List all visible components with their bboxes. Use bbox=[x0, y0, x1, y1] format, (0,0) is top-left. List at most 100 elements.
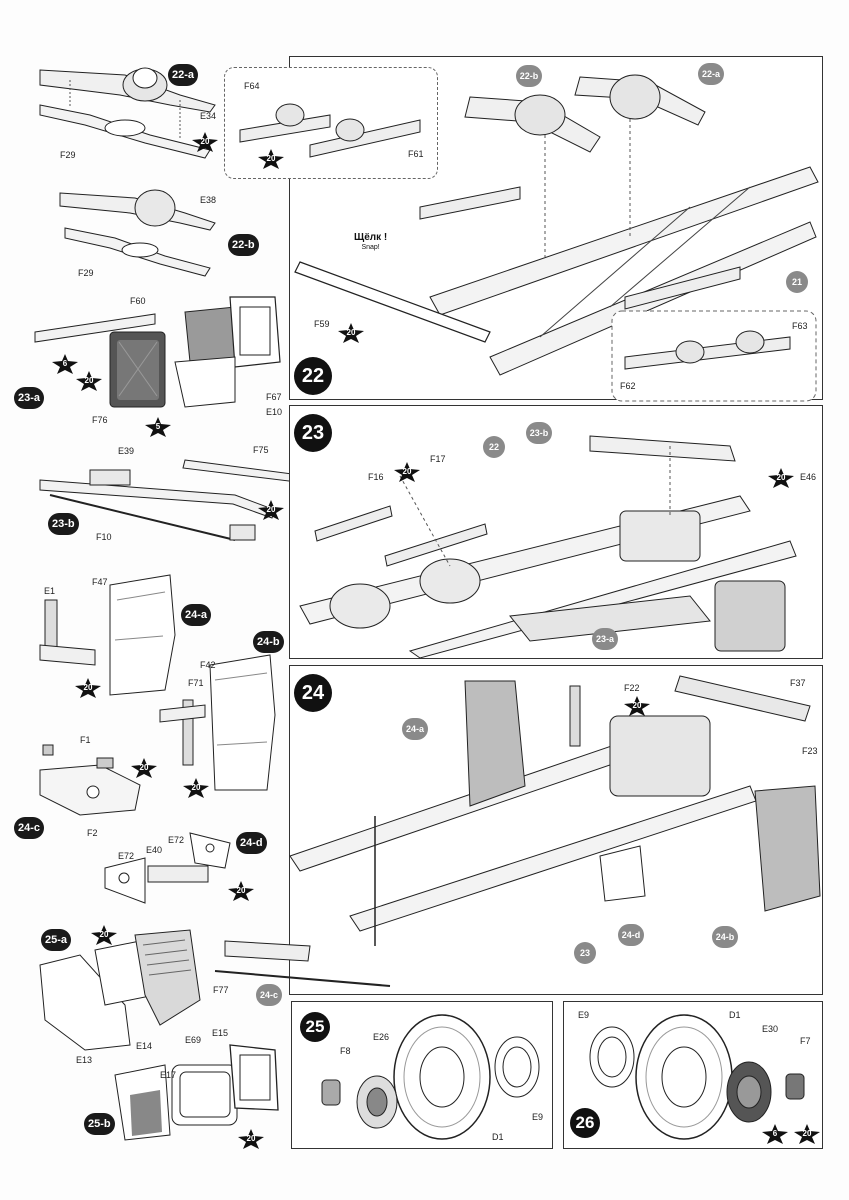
glue-mark-20-step26: 20 bbox=[794, 1124, 820, 1144]
part-label-e14: E14 bbox=[136, 1041, 153, 1051]
battery-box-25b-drawing bbox=[114, 1044, 279, 1141]
glue-mark-6: 6 bbox=[52, 354, 78, 374]
part-label-e38: E38 bbox=[200, 195, 217, 205]
step-25-panel: 25 F8 E26 E9 D1 bbox=[291, 1001, 553, 1149]
mudflap-24b-drawing bbox=[159, 654, 276, 791]
axle-assembly-22a-drawing bbox=[39, 67, 216, 159]
part-label-e26: E26 bbox=[373, 1032, 390, 1042]
spring-detail-drawing-top bbox=[239, 103, 421, 158]
part-label-d1-step26: D1 bbox=[729, 1010, 741, 1020]
glue-mark-20-24c: 20 bbox=[131, 758, 157, 778]
glue-mark-20-step24: 20 bbox=[624, 696, 650, 716]
part-label-f47: F47 bbox=[92, 577, 108, 587]
part-label-f16: F16 bbox=[368, 472, 384, 482]
step-22-number: 22 bbox=[294, 357, 332, 395]
part-label-f37: F37 bbox=[790, 678, 806, 688]
ref-23b-marker: 23-b bbox=[526, 422, 552, 444]
step-24-number: 24 bbox=[294, 674, 332, 712]
axle-assembly-22b-drawing bbox=[59, 189, 216, 277]
part-label-f2: F2 bbox=[87, 828, 98, 838]
ref-21-marker: 21 bbox=[786, 271, 808, 293]
part-label-f77: F77 bbox=[213, 985, 229, 995]
part-label-e34: E34 bbox=[200, 111, 217, 121]
part-label-e9-step26: E9 bbox=[578, 1010, 590, 1020]
ref-22b-marker: 22-b bbox=[516, 65, 542, 87]
jerrycan-bracket-23a-drawing bbox=[34, 296, 281, 408]
glue-mark-20: 20 bbox=[192, 132, 218, 152]
part-label-f64: F64 bbox=[244, 81, 260, 91]
part-label-e72-lower: E72 bbox=[118, 851, 135, 861]
toolbox-25a-drawing bbox=[39, 929, 201, 1051]
mudflap-24a-drawing bbox=[39, 574, 176, 696]
part-label-f62: F62 bbox=[620, 381, 636, 391]
subassembly-24a-badge: 24-a bbox=[181, 604, 212, 626]
part-label-f67: F67 bbox=[266, 392, 282, 402]
glue-mark-20-23b: 20 bbox=[258, 500, 284, 520]
part-label-f8: F8 bbox=[340, 1046, 351, 1056]
part-label-e1: E1 bbox=[44, 586, 56, 596]
ref-23a-marker: 23-a bbox=[592, 628, 618, 650]
step-26-wheel-drawing bbox=[589, 1014, 805, 1140]
subassembly-22a-badge: 22-a bbox=[168, 64, 199, 86]
step-24-panel: 24 24-a 23 24-d 24-b 24-c F22 F37 F23 20 bbox=[214, 665, 823, 1006]
part-label-f61: F61 bbox=[408, 149, 424, 159]
glue-mark-20-step22-inset: 20 bbox=[258, 149, 284, 169]
part-label-f22: F22 bbox=[624, 683, 640, 693]
step-22-panel: 22 22-b 22-a 21 Щёлк !Snap! F64 F61 F59 … bbox=[224, 56, 823, 402]
part-label-f71: F71 bbox=[188, 678, 204, 688]
bracket-24c-drawing bbox=[39, 744, 141, 816]
part-label-f17: F17 bbox=[430, 454, 446, 464]
glue-mark-20-24a: 20 bbox=[75, 678, 101, 698]
part-label-f75: F75 bbox=[253, 445, 269, 455]
step-26-panel: 26 E9 D1 E30 F7 6 20 bbox=[563, 1001, 823, 1149]
part-label-e10: E10 bbox=[266, 407, 283, 417]
step-23-panel: 23 22 23-b 23-a F16 F17 E46 20 20 bbox=[289, 405, 823, 659]
subassembly-25b-badge: 25-b bbox=[84, 1113, 115, 1135]
part-label-f59: F59 bbox=[314, 319, 330, 329]
spring-detail-inset-top bbox=[224, 67, 438, 179]
step-25-wheel-drawing bbox=[321, 1014, 540, 1140]
part-label-f29: F29 bbox=[60, 150, 76, 160]
part-label-f60: F60 bbox=[130, 296, 146, 306]
part-label-f1: F1 bbox=[80, 735, 91, 745]
ref-24d-marker: 24-d bbox=[618, 924, 644, 946]
part-label-e9: E9 bbox=[532, 1112, 544, 1122]
part-label-d1: D1 bbox=[492, 1132, 504, 1142]
glue-mark-20-25a: 20 bbox=[91, 925, 117, 945]
step-25-number: 25 bbox=[300, 1012, 330, 1042]
rod-assembly-23b-drawing bbox=[39, 459, 301, 541]
glue-mark-5: 5 bbox=[145, 417, 171, 437]
part-label-f10: F10 bbox=[96, 532, 112, 542]
glue-mark-20-24b: 20 bbox=[183, 778, 209, 798]
glue-mark-6-step26: 6 bbox=[762, 1124, 788, 1144]
part-label-e13: E13 bbox=[76, 1055, 93, 1065]
snap-callout: Щёлк !Snap! bbox=[354, 232, 388, 252]
part-label-f7: F7 bbox=[800, 1036, 811, 1046]
glue-mark-20-step23-right: 20 bbox=[768, 468, 794, 488]
glue-mark-20-23a: 20 bbox=[76, 371, 102, 391]
part-label-e72-upper: E72 bbox=[168, 835, 185, 845]
step-22-chassis-drawing bbox=[294, 74, 819, 402]
part-label-f63: F63 bbox=[792, 321, 808, 331]
ref-24c-marker: 24-c bbox=[256, 984, 282, 1006]
ref-23-marker: 23 bbox=[574, 942, 596, 964]
subassembly-24c-badge: 24-c bbox=[14, 817, 45, 839]
step-23-chassis-drawing bbox=[299, 435, 797, 659]
subassembly-22b-badge: 22-b bbox=[228, 234, 259, 256]
ref-22-marker: 22 bbox=[483, 436, 505, 458]
step-23-number: 23 bbox=[294, 414, 332, 452]
part-label-e40: E40 bbox=[146, 845, 163, 855]
part-label-e30: E30 bbox=[762, 1024, 779, 1034]
subassembly-23b-badge: 23-b bbox=[48, 513, 79, 535]
step-24-chassis-drawing bbox=[214, 675, 821, 987]
part-label-e46: E46 bbox=[800, 472, 817, 482]
part-label-e39: E39 bbox=[118, 446, 135, 456]
glue-mark-20-step22-bumper: 20 bbox=[338, 323, 364, 343]
part-label-f42: F42 bbox=[200, 660, 216, 670]
subassembly-24d-badge: 24-d bbox=[236, 832, 267, 854]
ref-24b-marker: 24-b bbox=[712, 926, 738, 948]
subassembly-24b-badge: 24-b bbox=[253, 631, 284, 653]
part-label-e17: E17 bbox=[160, 1070, 177, 1080]
ref-24a-marker: 24-a bbox=[402, 718, 428, 740]
